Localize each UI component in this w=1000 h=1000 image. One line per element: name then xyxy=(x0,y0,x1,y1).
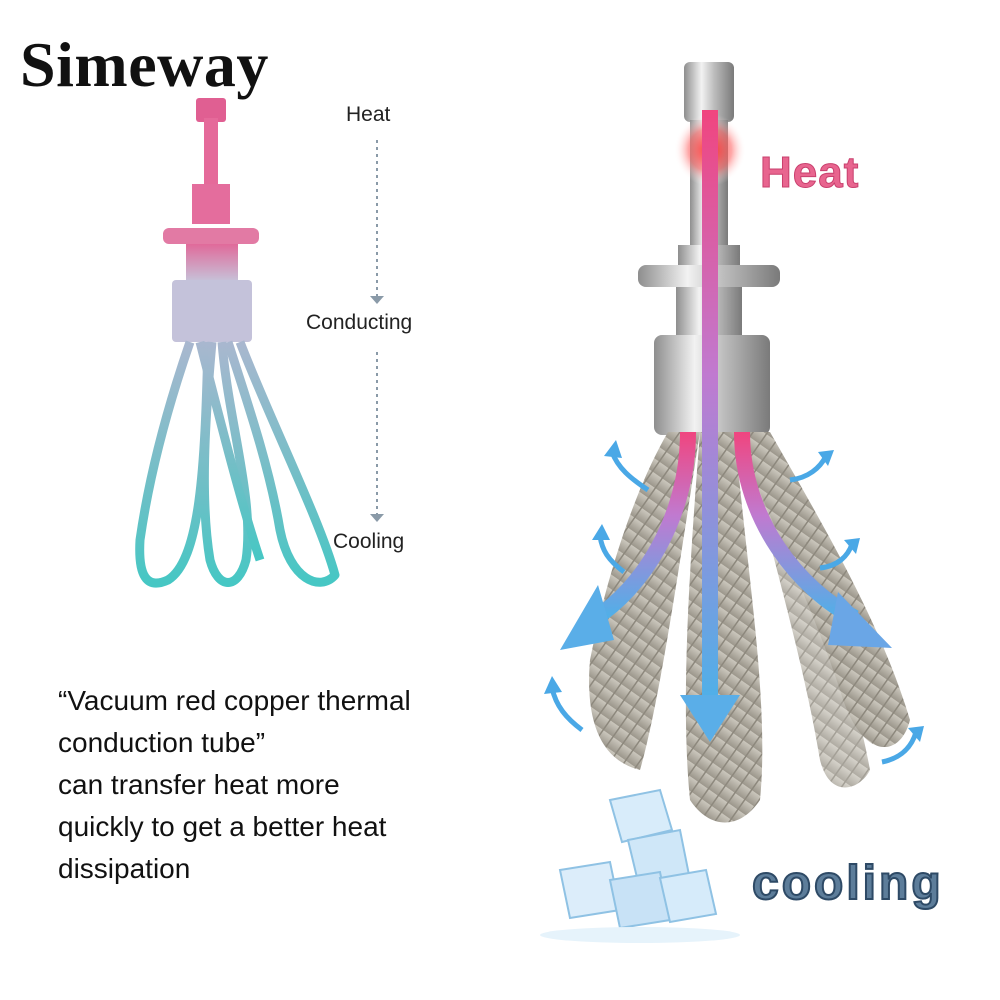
description-line: conduction tube” xyxy=(58,727,266,758)
ice-cubes xyxy=(540,788,740,943)
left-bulb-braid-arms xyxy=(135,340,340,588)
flow-arrow-head-1 xyxy=(370,296,384,304)
description-line: dissipation xyxy=(58,853,191,884)
description-line: quickly to get a better heat xyxy=(58,811,387,842)
flow-arrow-head-2 xyxy=(370,514,384,522)
air-flow-curved-arrows xyxy=(544,440,924,765)
heat-title: Heat xyxy=(759,148,860,198)
heat-flow-arrows xyxy=(560,110,892,742)
description-line: “Vacuum red copper thermal xyxy=(58,685,411,716)
step-conducting-label: Conducting xyxy=(306,311,413,334)
description-line: can transfer heat more xyxy=(58,769,340,800)
description-text: “Vacuum red copper thermal conduction tu… xyxy=(58,680,508,890)
step-cooling-label: Cooling xyxy=(333,530,405,553)
left-bulb-stem xyxy=(163,98,259,342)
brand-logo: Simeway xyxy=(20,29,269,100)
step-heat-label: Heat xyxy=(346,103,391,126)
cooling-title: cooling xyxy=(751,856,944,911)
